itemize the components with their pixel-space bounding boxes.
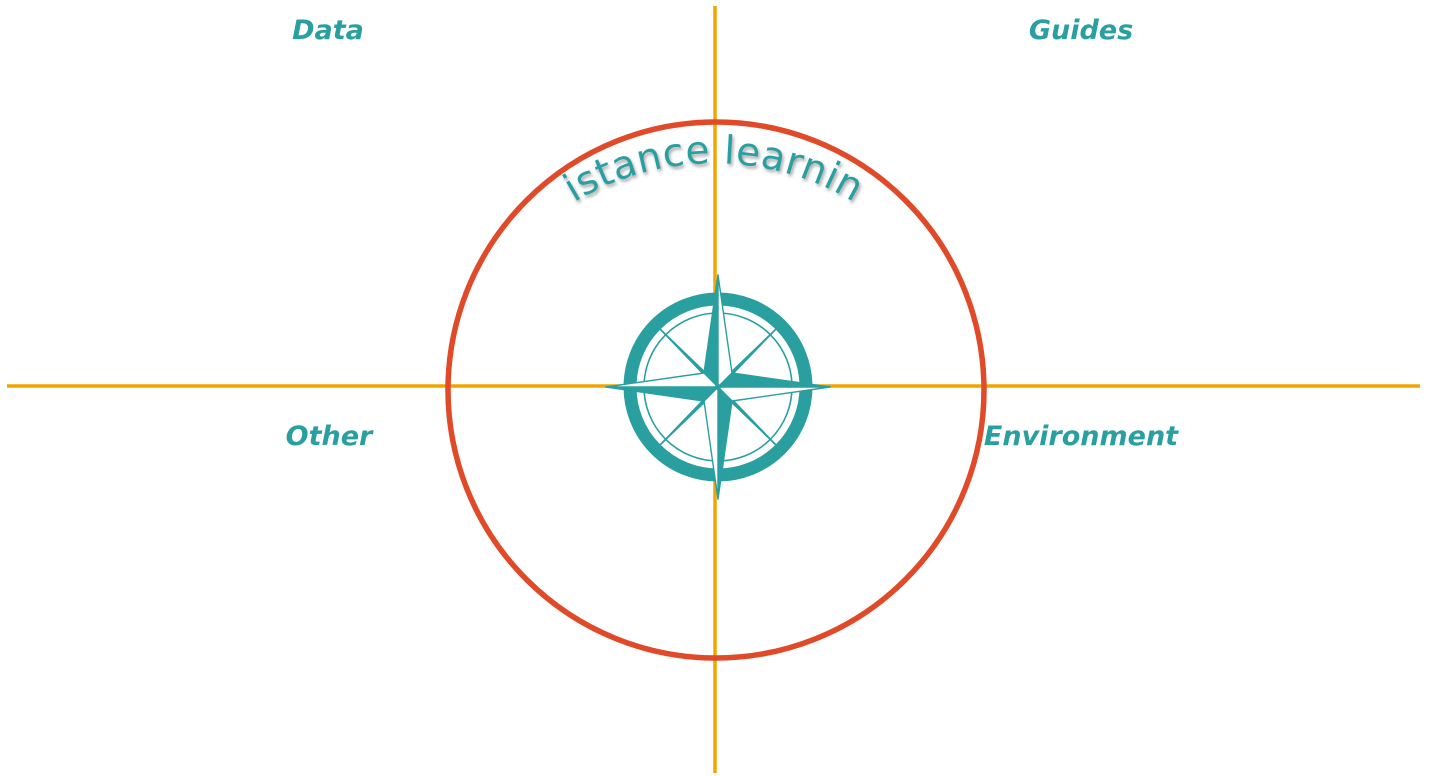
quadrant-label-other: Other: [286, 421, 374, 452]
compass-rose-icon: [605, 274, 831, 500]
diagram-title: distance learning: [0, 0, 871, 211]
diagram-title-text: distance learning: [0, 0, 871, 211]
quadrant-label-guides: Guides: [1029, 15, 1133, 46]
orbit-circle: [445, 119, 987, 661]
quadrant-label-environment: Environment: [984, 421, 1179, 452]
quadrant-label-data: Data: [292, 15, 364, 46]
